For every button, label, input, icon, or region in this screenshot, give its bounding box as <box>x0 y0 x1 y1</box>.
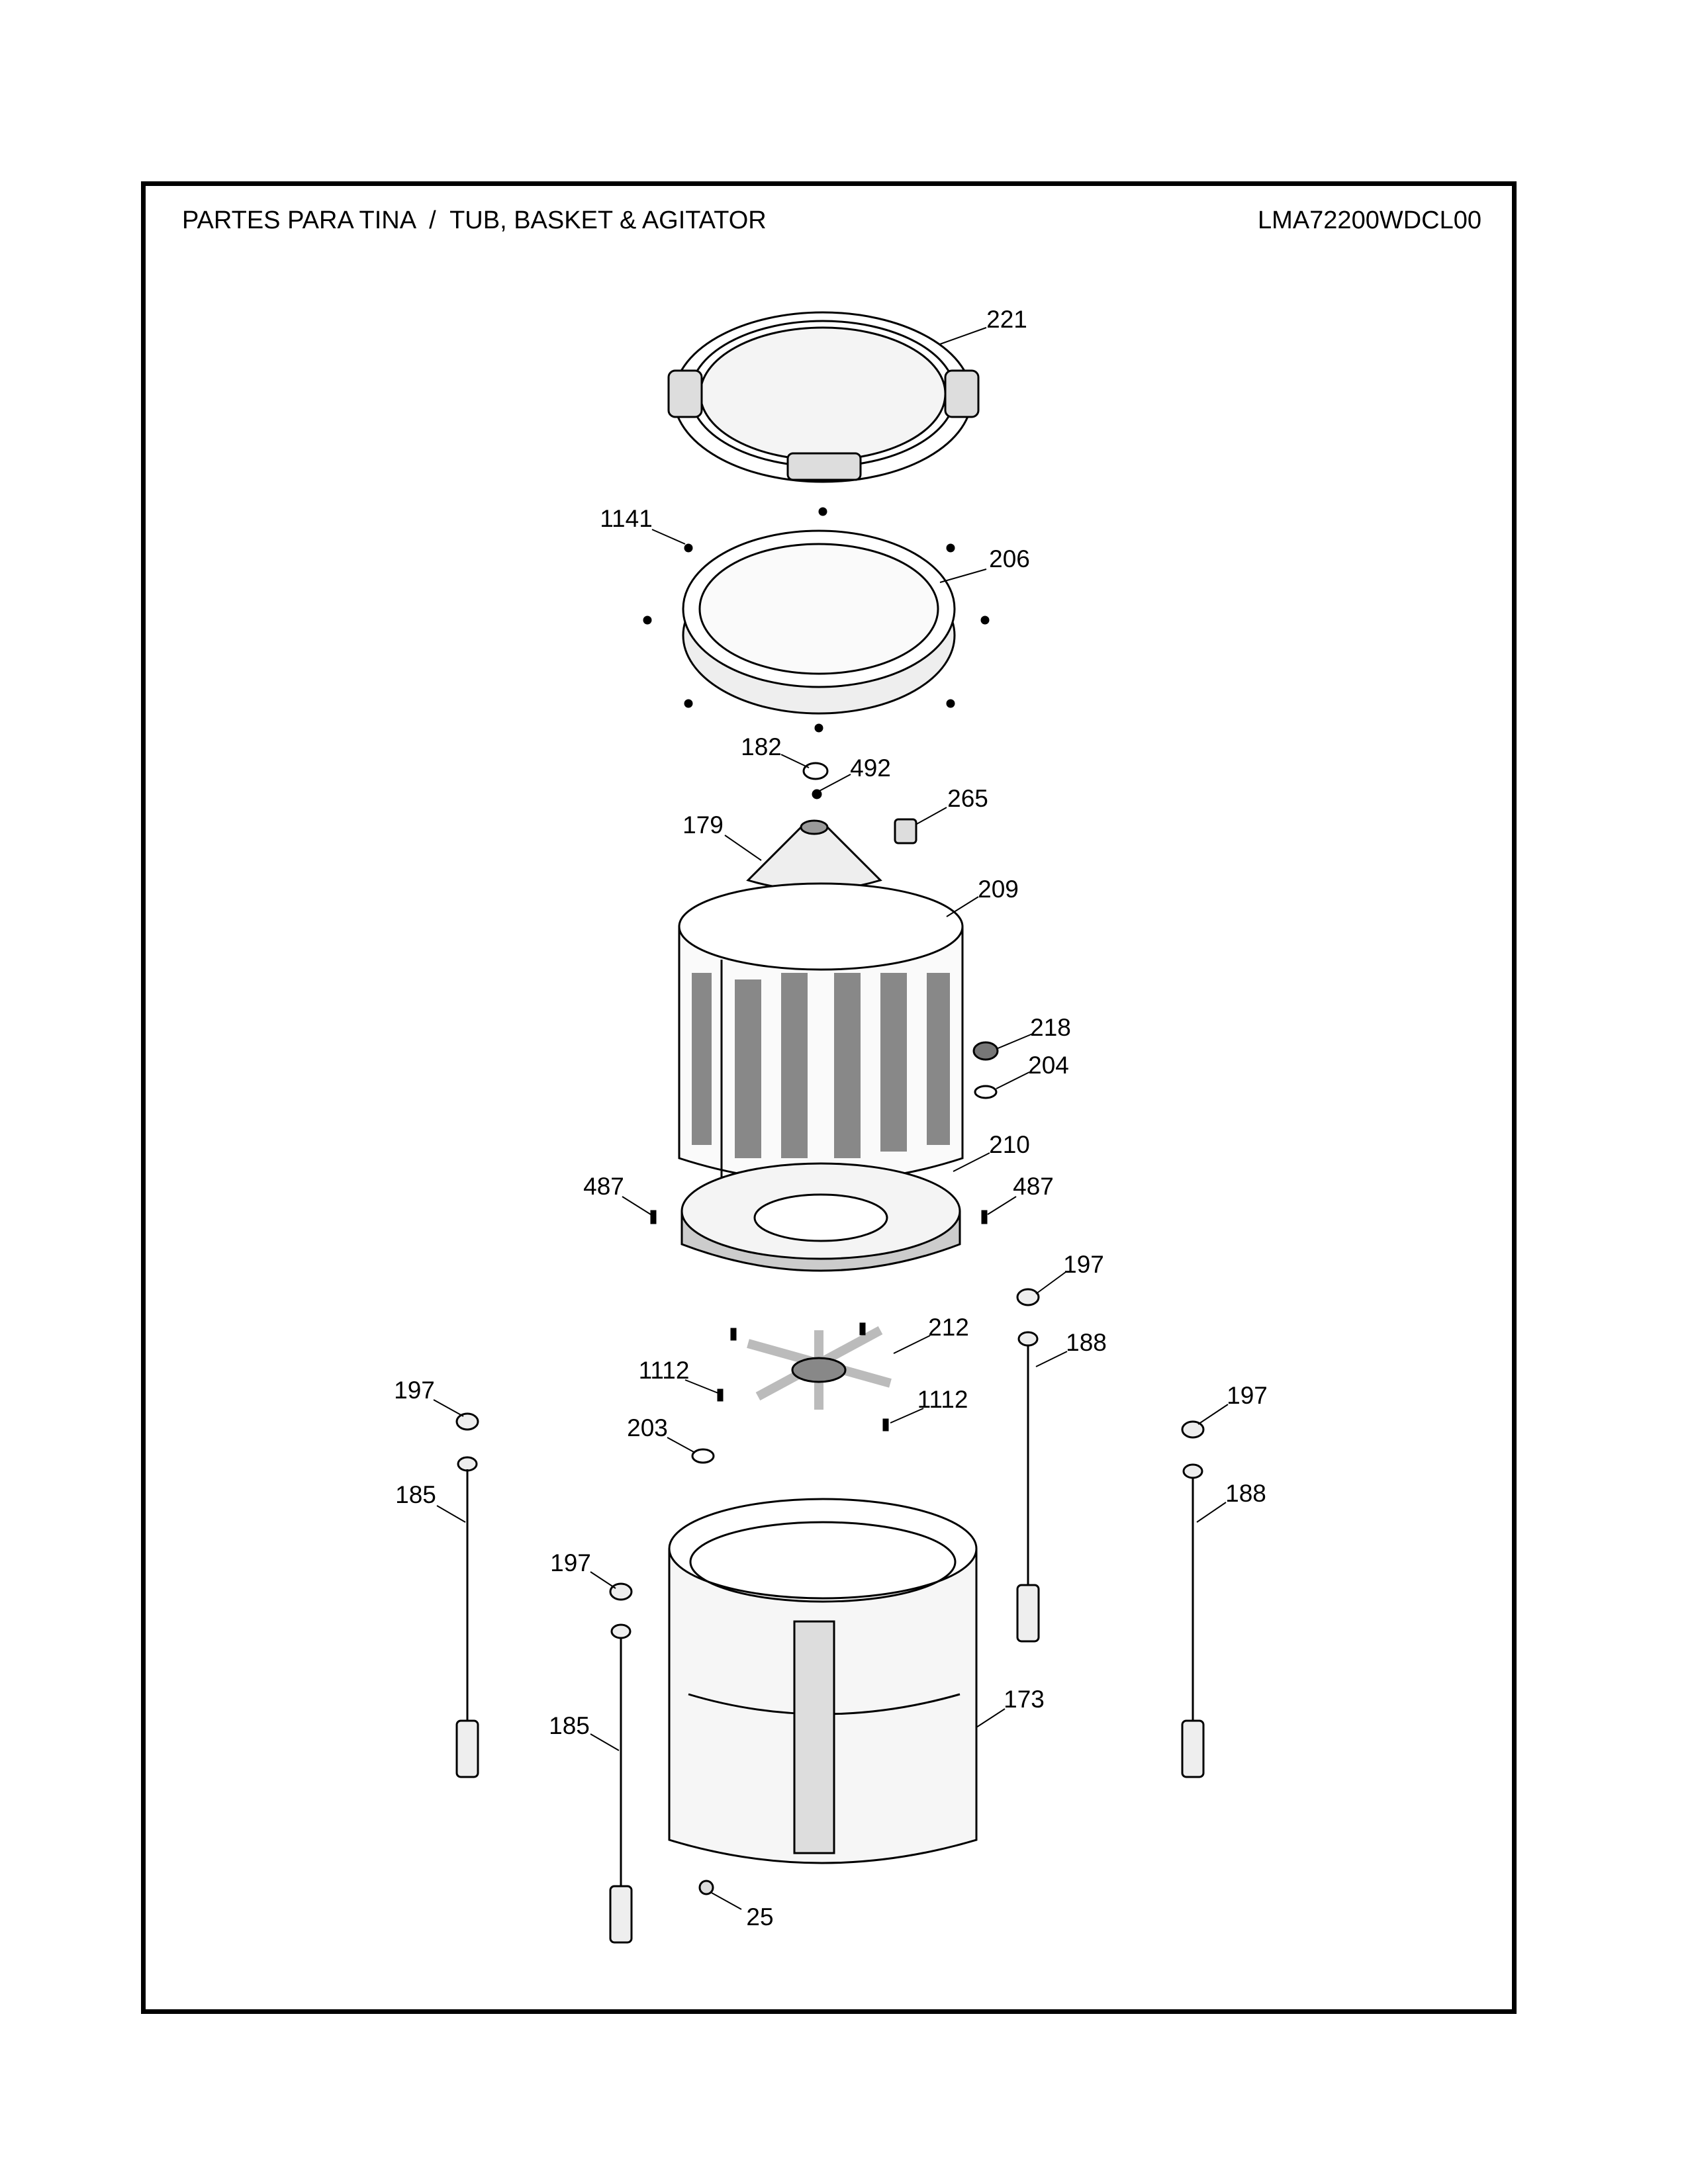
part-25-plug <box>700 1881 713 1894</box>
callout-1112-left: 1112 <box>638 1357 690 1384</box>
part-188-suspension-rod-right <box>1182 1422 1203 1777</box>
part-1112-screws <box>718 1324 888 1430</box>
callout-1112-right: 1112 <box>917 1386 968 1413</box>
part-1141-screws <box>644 508 988 731</box>
part-487-pins <box>651 1211 986 1223</box>
callout-487-right: 487 <box>1013 1173 1054 1200</box>
callout-203: 203 <box>627 1414 668 1441</box>
callout-209: 209 <box>978 876 1019 903</box>
part-210-basket-base <box>682 1163 960 1271</box>
part-173-tub <box>669 1499 976 1863</box>
part-203-washer <box>692 1449 714 1463</box>
diagram-frame <box>141 181 1517 2014</box>
callout-197-right: 197 <box>1227 1382 1268 1409</box>
callout-206: 206 <box>989 545 1030 572</box>
callout-25: 25 <box>746 1903 774 1931</box>
callout-197-front: 197 <box>550 1549 591 1576</box>
part-185-suspension-rod-left <box>457 1414 478 1777</box>
callout-185-front: 185 <box>549 1712 590 1739</box>
callout-487-left: 487 <box>583 1173 624 1200</box>
callout-173: 173 <box>1004 1686 1045 1713</box>
callout-218: 218 <box>1030 1014 1071 1041</box>
leader-lines <box>434 328 1228 1909</box>
callout-197-rear: 197 <box>1063 1251 1104 1278</box>
part-218-nut <box>974 1042 998 1060</box>
part-182-cap <box>804 763 827 779</box>
part-179-impeller-cap <box>748 821 880 890</box>
callout-212: 212 <box>928 1314 969 1341</box>
callout-182: 182 <box>741 733 782 760</box>
part-185-suspension-rod-front <box>610 1584 632 1942</box>
part-212-flange <box>748 1330 890 1410</box>
callout-179: 179 <box>682 811 724 839</box>
callout-492: 492 <box>850 754 891 782</box>
part-188-suspension-rod-rear <box>1017 1289 1039 1641</box>
callout-204: 204 <box>1028 1052 1069 1079</box>
callout-188-rear: 188 <box>1066 1329 1107 1356</box>
callout-185-left: 185 <box>395 1481 436 1508</box>
part-206-balance-ring <box>683 531 955 713</box>
model-number: LMA72200WDCL00 <box>1258 206 1481 234</box>
part-209-basket <box>679 884 962 1181</box>
callout-1141: 1141 <box>600 505 653 532</box>
diagram-title: PARTES PARA TINA / TUB, BASKET & AGITATO… <box>182 206 767 234</box>
callout-221: 221 <box>986 306 1027 333</box>
part-492-bolt <box>813 790 821 798</box>
part-221-tub-cover <box>669 312 978 482</box>
part-204-washer <box>975 1086 996 1098</box>
callout-197-left: 197 <box>394 1377 435 1404</box>
callout-265: 265 <box>947 785 988 812</box>
callout-210: 210 <box>989 1131 1030 1158</box>
part-265-nut <box>895 819 916 843</box>
callout-188-right: 188 <box>1225 1480 1266 1507</box>
